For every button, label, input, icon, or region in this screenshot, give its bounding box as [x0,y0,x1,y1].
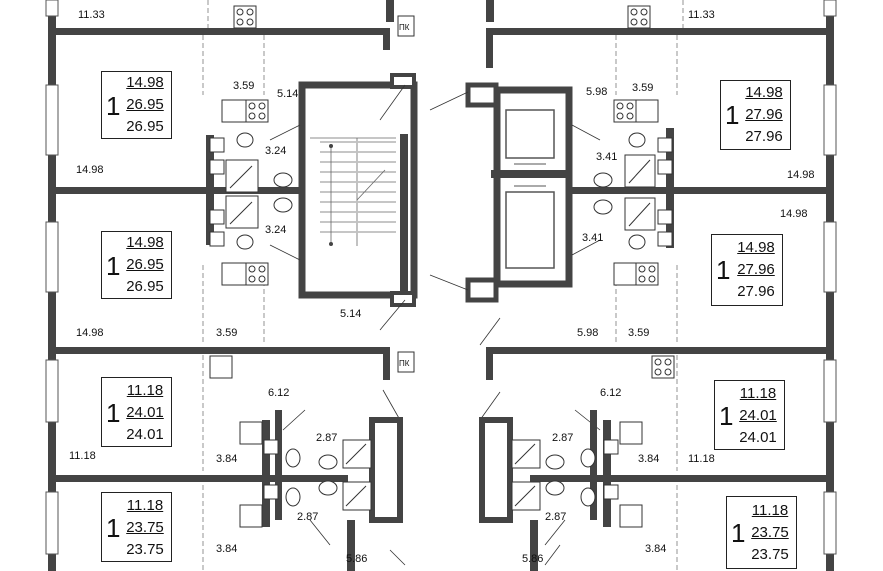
living-area: 14.98 [126,74,164,91]
dim-label: 3.24 [265,224,286,236]
elevator-core [465,82,573,303]
living-area: 14.98 [126,234,164,251]
total-area: 26.95 [126,96,164,113]
total-area-2: 24.01 [126,426,164,443]
living-area: 11.18 [126,382,164,399]
room-count: 1 [725,100,740,130]
dim-label: 11.33 [78,9,105,21]
dim-label: 5.98 [577,327,598,339]
dim-label: 3.84 [216,543,237,555]
total-area-2: 23.75 [126,541,164,558]
dim-label: 11.18 [688,453,715,465]
total-area-2: 23.75 [751,546,789,563]
total-area: 23.75 [126,519,164,536]
total-area: 27.96 [737,261,775,278]
dim-label: 3.84 [645,543,666,555]
apartment-label-a1: 1 14.98 26.95 26.95 [101,71,172,139]
room-count: 1 [731,518,746,548]
partition-walls [56,28,828,571]
dim-label: 2.87 [297,511,318,523]
dim-label: 3.41 [596,151,617,163]
apartment-label-a2: 1 14.98 27.96 27.96 [720,80,791,150]
dim-label: 3.59 [632,82,653,94]
dim-label: 5.14 [277,88,298,100]
apartment-label-a3: 1 14.98 26.95 26.95 [101,231,172,299]
dim-label: 5.86 [346,553,367,565]
total-area-2: 27.96 [745,128,783,145]
room-count: 1 [106,398,121,428]
room-count: 1 [719,401,734,431]
total-area-2: 24.01 [739,429,777,446]
total-area: 24.01 [126,404,164,421]
room-count: 1 [106,251,121,281]
room-count: 1 [106,91,121,121]
dim-label: 2.87 [545,511,566,523]
bathroom-walls [206,128,674,527]
apartment-label-a7: 1 11.18 23.75 23.75 [101,492,172,562]
dim-label: 6.12 [600,387,621,399]
dim-label: 11.33 [688,9,715,21]
windows [45,0,837,555]
dim-label: 14.98 [787,169,815,181]
dim-label: 5.86 [522,553,543,565]
dim-label: 14.98 [76,164,104,176]
dim-label: 2.87 [552,432,573,444]
dim-label: 5.98 [586,86,607,98]
dim-label: 6.12 [268,387,289,399]
apartment-label-a4: 1 14.98 27.96 27.96 [711,234,783,306]
dim-label: 14.98 [780,208,808,220]
dim-label: 14.98 [76,327,104,339]
total-area: 26.95 [126,256,164,273]
dim-label: 5.14 [340,308,361,320]
total-area-2: 27.96 [737,283,775,300]
living-area: 11.18 [126,497,164,514]
dim-label: 3.84 [638,453,659,465]
total-area: 24.01 [739,407,777,424]
room-count: 1 [106,513,121,543]
dim-label: 3.59 [628,327,649,339]
dashed-zones [202,0,684,571]
apartment-label-a8: 1 11.18 23.75 23.75 [726,496,797,569]
dim-label: 3.24 [265,145,286,157]
total-area-2: 26.95 [126,118,164,135]
dim-label: 3.84 [216,453,237,465]
fixtures [209,5,675,528]
living-area: 11.18 [751,502,789,519]
dim-label: 11.18 [69,450,96,462]
living-area: 11.18 [739,385,777,402]
dim-label: 3.59 [233,80,254,92]
dim-label: 2.87 [316,432,337,444]
stove-burners [236,8,672,376]
living-area: 14.98 [737,239,775,256]
apartment-label-a6: 1 11.18 24.01 24.01 [714,380,785,450]
stair-core [298,73,418,307]
dimension-labels: 11.33 11.33 3.59 5.14 3.24 14.98 3.24 14… [69,9,815,565]
dim-label: 3.41 [582,232,603,244]
living-area: 14.98 [745,84,783,101]
total-area: 23.75 [751,524,789,541]
stair-cabinets [397,15,415,373]
cabinet-mark-bottom: ПК [399,359,410,368]
cabinet-mark-top: ПК [399,23,410,32]
dim-label: 3.59 [216,327,237,339]
room-count: 1 [716,255,731,285]
apartment-label-a5: 1 11.18 24.01 24.01 [101,377,172,447]
total-area-2: 26.95 [126,278,164,295]
total-area: 27.96 [745,106,783,123]
